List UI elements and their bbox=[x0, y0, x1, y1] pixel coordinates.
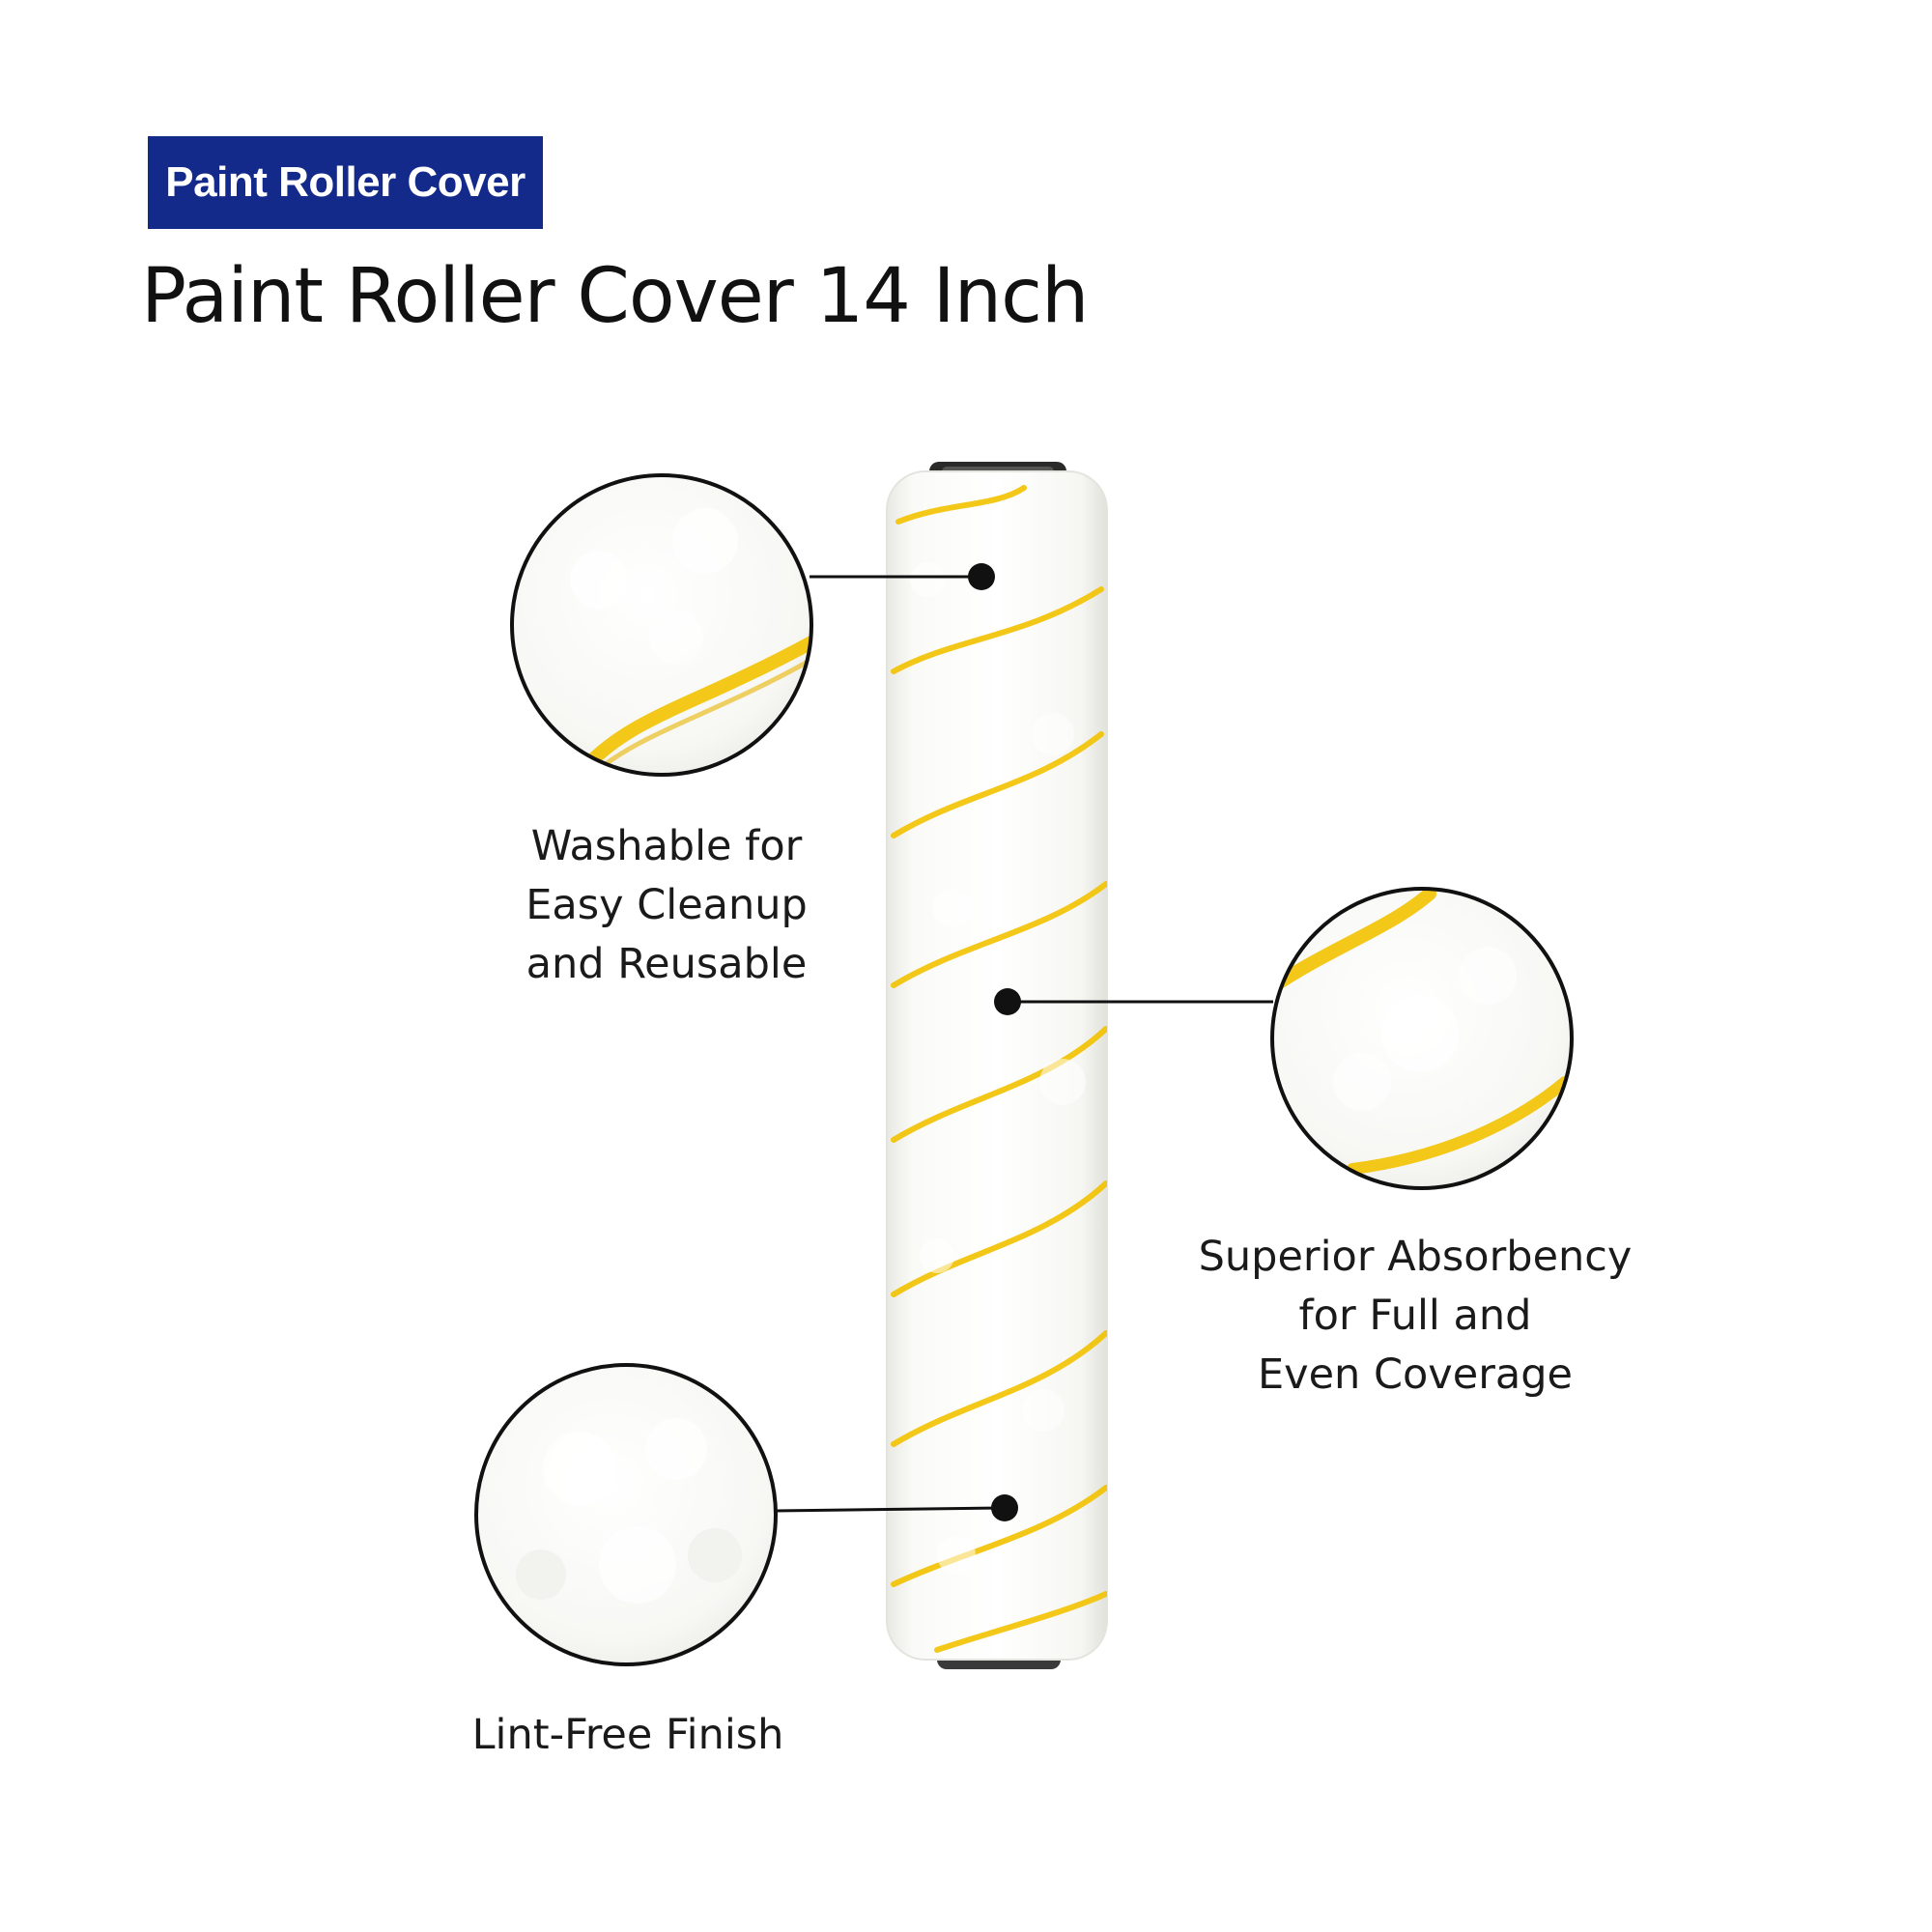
feature-line: for Full and bbox=[1298, 1292, 1532, 1340]
feature-line: Even Coverage bbox=[1257, 1350, 1573, 1399]
feature-lint-free: Lint-Free Finish bbox=[425, 1706, 831, 1765]
roller-cover bbox=[886, 470, 1108, 1661]
feature-line: Easy Cleanup bbox=[526, 881, 808, 929]
feature-line: Washable for bbox=[530, 822, 803, 870]
product-title: Paint Roller Cover 14 Inch bbox=[141, 253, 1089, 340]
callout-dot bbox=[968, 563, 995, 590]
roller-stripes bbox=[891, 485, 1107, 1653]
feature-washable: Washable for Easy Cleanup and Reusable bbox=[483, 817, 850, 994]
feature-line: Superior Absorbency bbox=[1198, 1233, 1633, 1281]
zoom-circle-absorbency bbox=[1270, 887, 1574, 1190]
callout-dot bbox=[994, 988, 1021, 1015]
zoom-circle-lint-free bbox=[474, 1363, 778, 1666]
feature-line: Lint-Free Finish bbox=[471, 1711, 784, 1759]
feature-line: and Reusable bbox=[526, 940, 808, 988]
callout-1 bbox=[810, 563, 995, 590]
category-badge: Paint Roller Cover bbox=[148, 136, 543, 229]
callout-2 bbox=[994, 988, 1273, 1015]
feature-absorbency: Superior Absorbency for Full and Even Co… bbox=[1159, 1228, 1671, 1405]
zoom-circle-washable bbox=[510, 473, 813, 777]
callout-3 bbox=[774, 1494, 1018, 1521]
callout-dot bbox=[991, 1494, 1018, 1521]
